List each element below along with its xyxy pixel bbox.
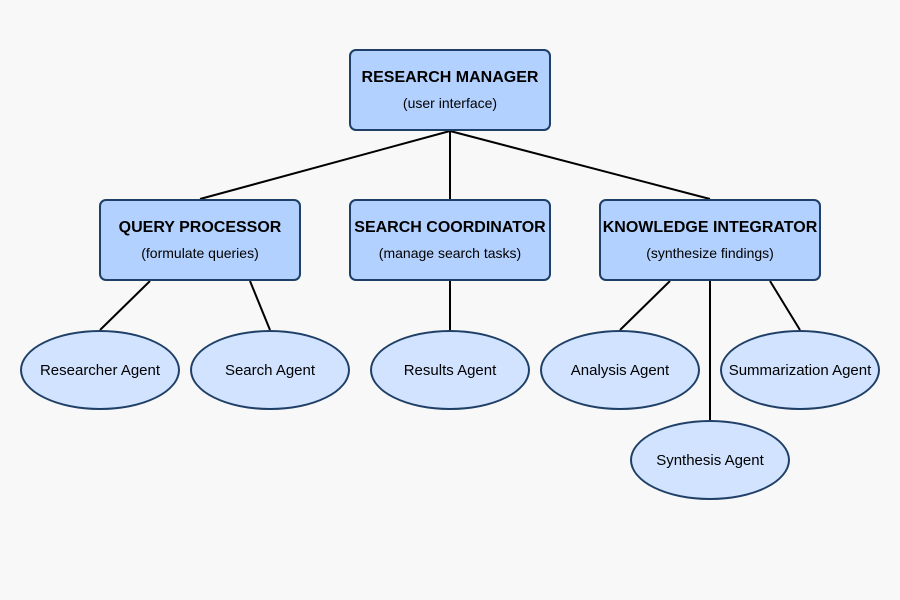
analysis-agent-node: Analysis Agent xyxy=(540,330,700,410)
node-subtitle: (user interface) xyxy=(402,95,498,111)
node-subtitle: (manage search tasks) xyxy=(378,245,522,261)
researcher-agent-node: Researcher Agent xyxy=(20,330,180,410)
edge-query-researcher xyxy=(99,280,151,331)
edge-knowledge-analysis xyxy=(619,280,671,331)
results-agent-node: Results Agent xyxy=(370,330,530,410)
synthesis-agent-node: Synthesis Agent xyxy=(630,420,790,500)
node-title: SEARCH COORDINATOR xyxy=(354,219,546,236)
node-title: KNOWLEDGE INTEGRATOR xyxy=(602,219,818,236)
summarization-agent-node: Summarization Agent xyxy=(720,330,880,410)
node-subtitle: (formulate queries) xyxy=(141,245,259,261)
edge-manager-knowledge xyxy=(449,130,711,200)
query-processor-node: QUERY PROCESSOR (formulate queries) xyxy=(99,199,301,281)
node-subtitle: (synthesize findings) xyxy=(646,245,774,261)
edge-manager-query xyxy=(199,130,451,200)
node-title: QUERY PROCESSOR xyxy=(118,219,282,236)
search-coordinator-node: SEARCH COORDINATOR (manage search tasks) xyxy=(349,199,551,281)
edge-query-search-agent xyxy=(249,280,271,331)
search-agent-node: Search Agent xyxy=(190,330,350,410)
edge-knowledge-summarization xyxy=(769,280,801,331)
node-title: RESEARCH MANAGER xyxy=(361,69,539,86)
knowledge-integrator-node: KNOWLEDGE INTEGRATOR (synthesize finding… xyxy=(599,199,821,281)
research-manager-node: RESEARCH MANAGER (user interface) xyxy=(349,49,551,131)
